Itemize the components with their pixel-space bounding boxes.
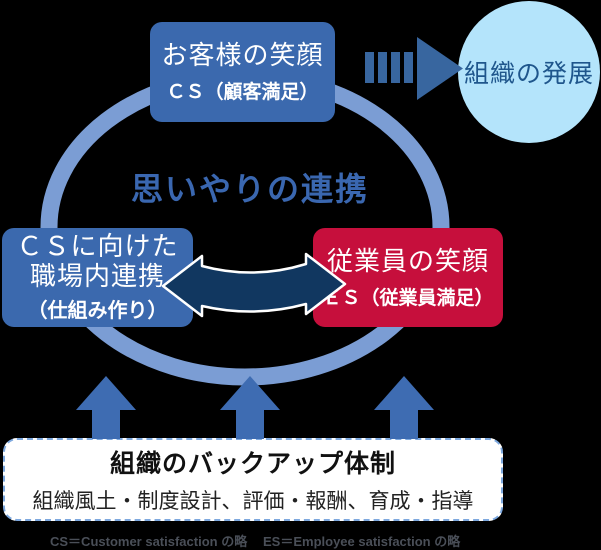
workplace-line2: 職場内連携 — [29, 262, 165, 292]
customer-smile-box: お客様の笑顔 ＣＳ（顧客満足） — [150, 22, 335, 122]
backup-system-box: 組織のバックアップ体制 組織風土・制度設計、評価・報酬、育成・指導 — [3, 438, 503, 521]
footnote-es: ES＝Employee satisfaction の略 — [263, 534, 461, 549]
employee-smile-subtitle: ＥＳ（従業員満足） — [322, 287, 494, 309]
employee-smile-box: 従業員の笑顔 ＥＳ（従業員満足） — [313, 228, 503, 327]
organization-development-circle: 組織の発展 — [458, 1, 600, 143]
employee-smile-title: 従業員の笑顔 — [326, 246, 489, 277]
backup-system-subtitle: 組織風土・制度設計、評価・報酬、育成・指導 — [32, 490, 474, 513]
workplace-line3: （仕組み作り） — [27, 300, 168, 322]
workplace-cooperation-box: ＣＳに向けた 職場内連携 （仕組み作り） — [2, 228, 193, 327]
footnote-cs: CS＝Customer satisfaction の略 — [50, 534, 248, 549]
cycle-ring-icon — [40, 68, 450, 386]
workplace-line1: ＣＳに向けた — [16, 232, 179, 262]
organization-development-label: 組織の発展 — [463, 59, 594, 88]
center-cycle-label: 思いやりの連携 — [130, 170, 369, 208]
customer-smile-subtitle: ＣＳ（顧客満足） — [166, 82, 319, 103]
customer-smile-title: お客様の笑顔 — [161, 41, 324, 71]
backup-system-title: 組織のバックアップ体制 — [109, 450, 396, 478]
